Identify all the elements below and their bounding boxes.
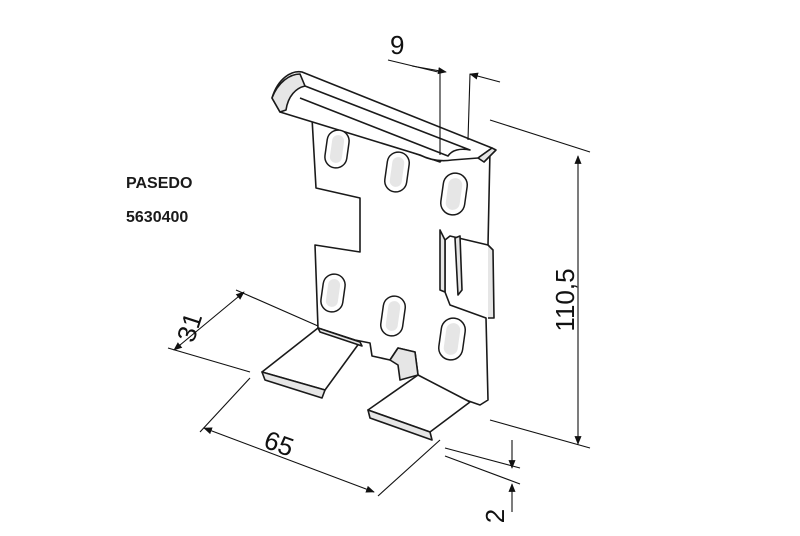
product-code-label: 5630400 [126,209,189,226]
dim-label-depth: 31 [171,309,208,346]
bracket-feet [261,327,471,441]
bracket-top-lip [271,70,497,163]
dim-label-width: 65 [260,425,297,463]
brand-label: PASEDO [126,175,193,192]
dim-label-top-lip: 9 [390,30,404,60]
dim-label-height: 110,5 [550,268,580,331]
bracket-slots [320,129,469,361]
dimension-lines [167,59,591,512]
dim-label-thickness: 2 [480,509,510,523]
